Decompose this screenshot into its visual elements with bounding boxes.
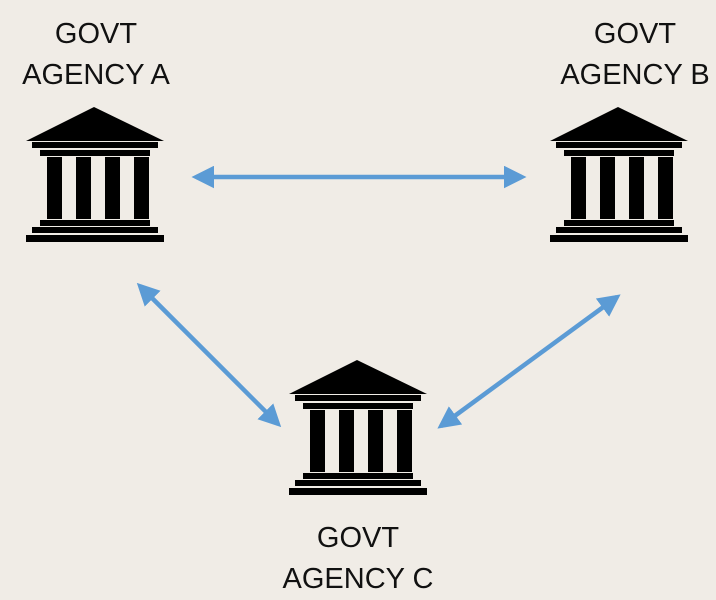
agency-c-label: GOVT AGENCY C	[248, 518, 468, 600]
government-building-icon	[289, 360, 427, 495]
agency-c-line1: GOVT	[316, 522, 400, 554]
arrow-b-c	[437, 294, 621, 429]
agency-c-line2: AGENCY C	[282, 563, 434, 595]
agency-b-line2: AGENCY B	[560, 59, 710, 91]
arrow-a-c	[136, 282, 282, 428]
government-building-icon	[550, 107, 688, 242]
agency-a-line1: GOVT	[54, 18, 138, 50]
agency-a-label: GOVT AGENCY A	[0, 14, 206, 96]
agency-a-line2: AGENCY A	[22, 59, 170, 91]
agency-b-line1: GOVT	[593, 18, 677, 50]
government-building-icon	[26, 107, 164, 242]
agency-b-label: GOVT AGENCY B	[525, 14, 716, 96]
